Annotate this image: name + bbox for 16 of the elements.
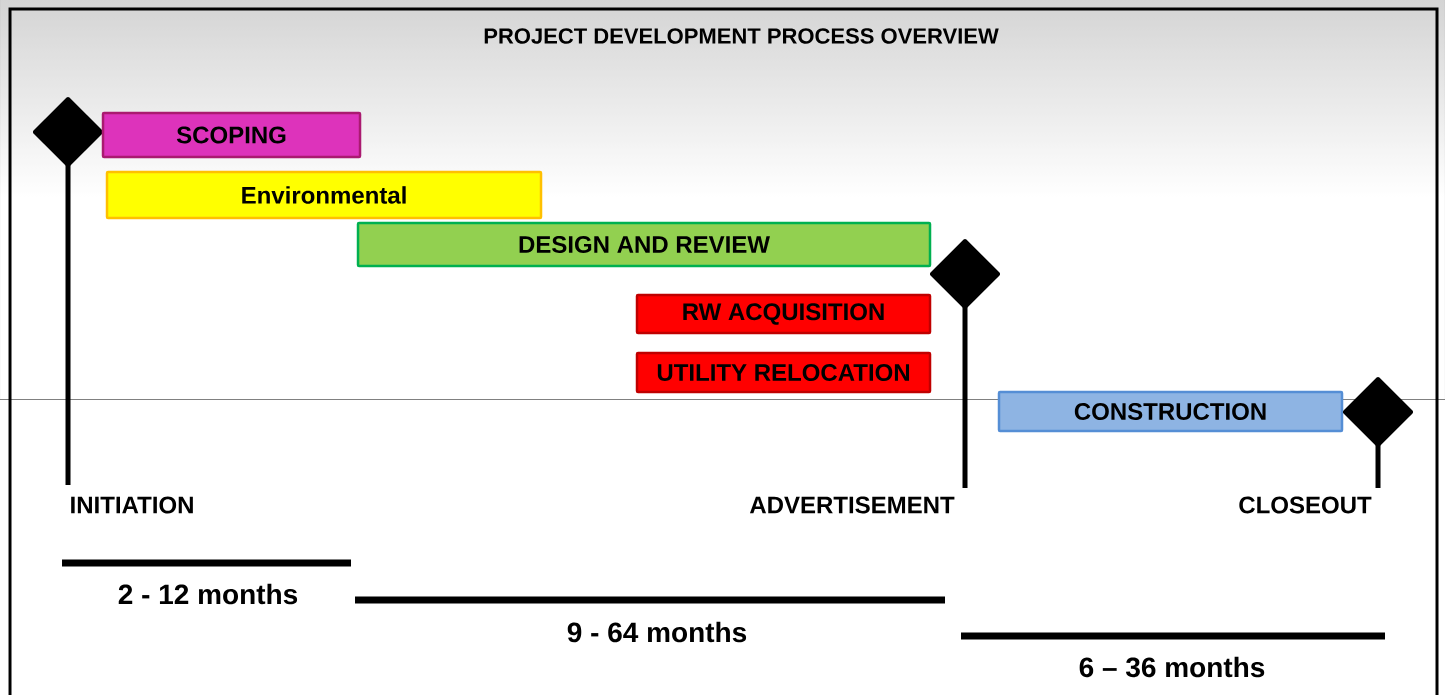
milestone-marker	[1342, 376, 1414, 488]
duration-label: 6 – 36 months	[1079, 656, 1265, 678]
phase-bar: DESIGN AND REVIEW	[356, 221, 932, 268]
duration-label: 9 - 64 months	[567, 621, 747, 643]
milestone-label: ADVERTISEMENT	[749, 496, 955, 514]
phase-bar: Environmental	[105, 170, 543, 220]
phase-bar: SCOPING	[101, 111, 362, 159]
milestone-marker	[929, 238, 1001, 488]
diagram-title: PROJECT DEVELOPMENT PROCESS OVERVIEW	[484, 28, 999, 44]
duration-label: 2 - 12 months	[118, 583, 298, 605]
phase-bar: CONSTRUCTION	[997, 390, 1344, 433]
milestone-label: INITIATION	[71, 496, 193, 514]
phase-bar: UTILITY RELOCATION	[635, 351, 932, 394]
milestone-label: CLOSEOUT	[1239, 496, 1372, 514]
phase-bar: RW ACQUISITION	[635, 293, 932, 335]
milestone-marker	[32, 96, 104, 485]
